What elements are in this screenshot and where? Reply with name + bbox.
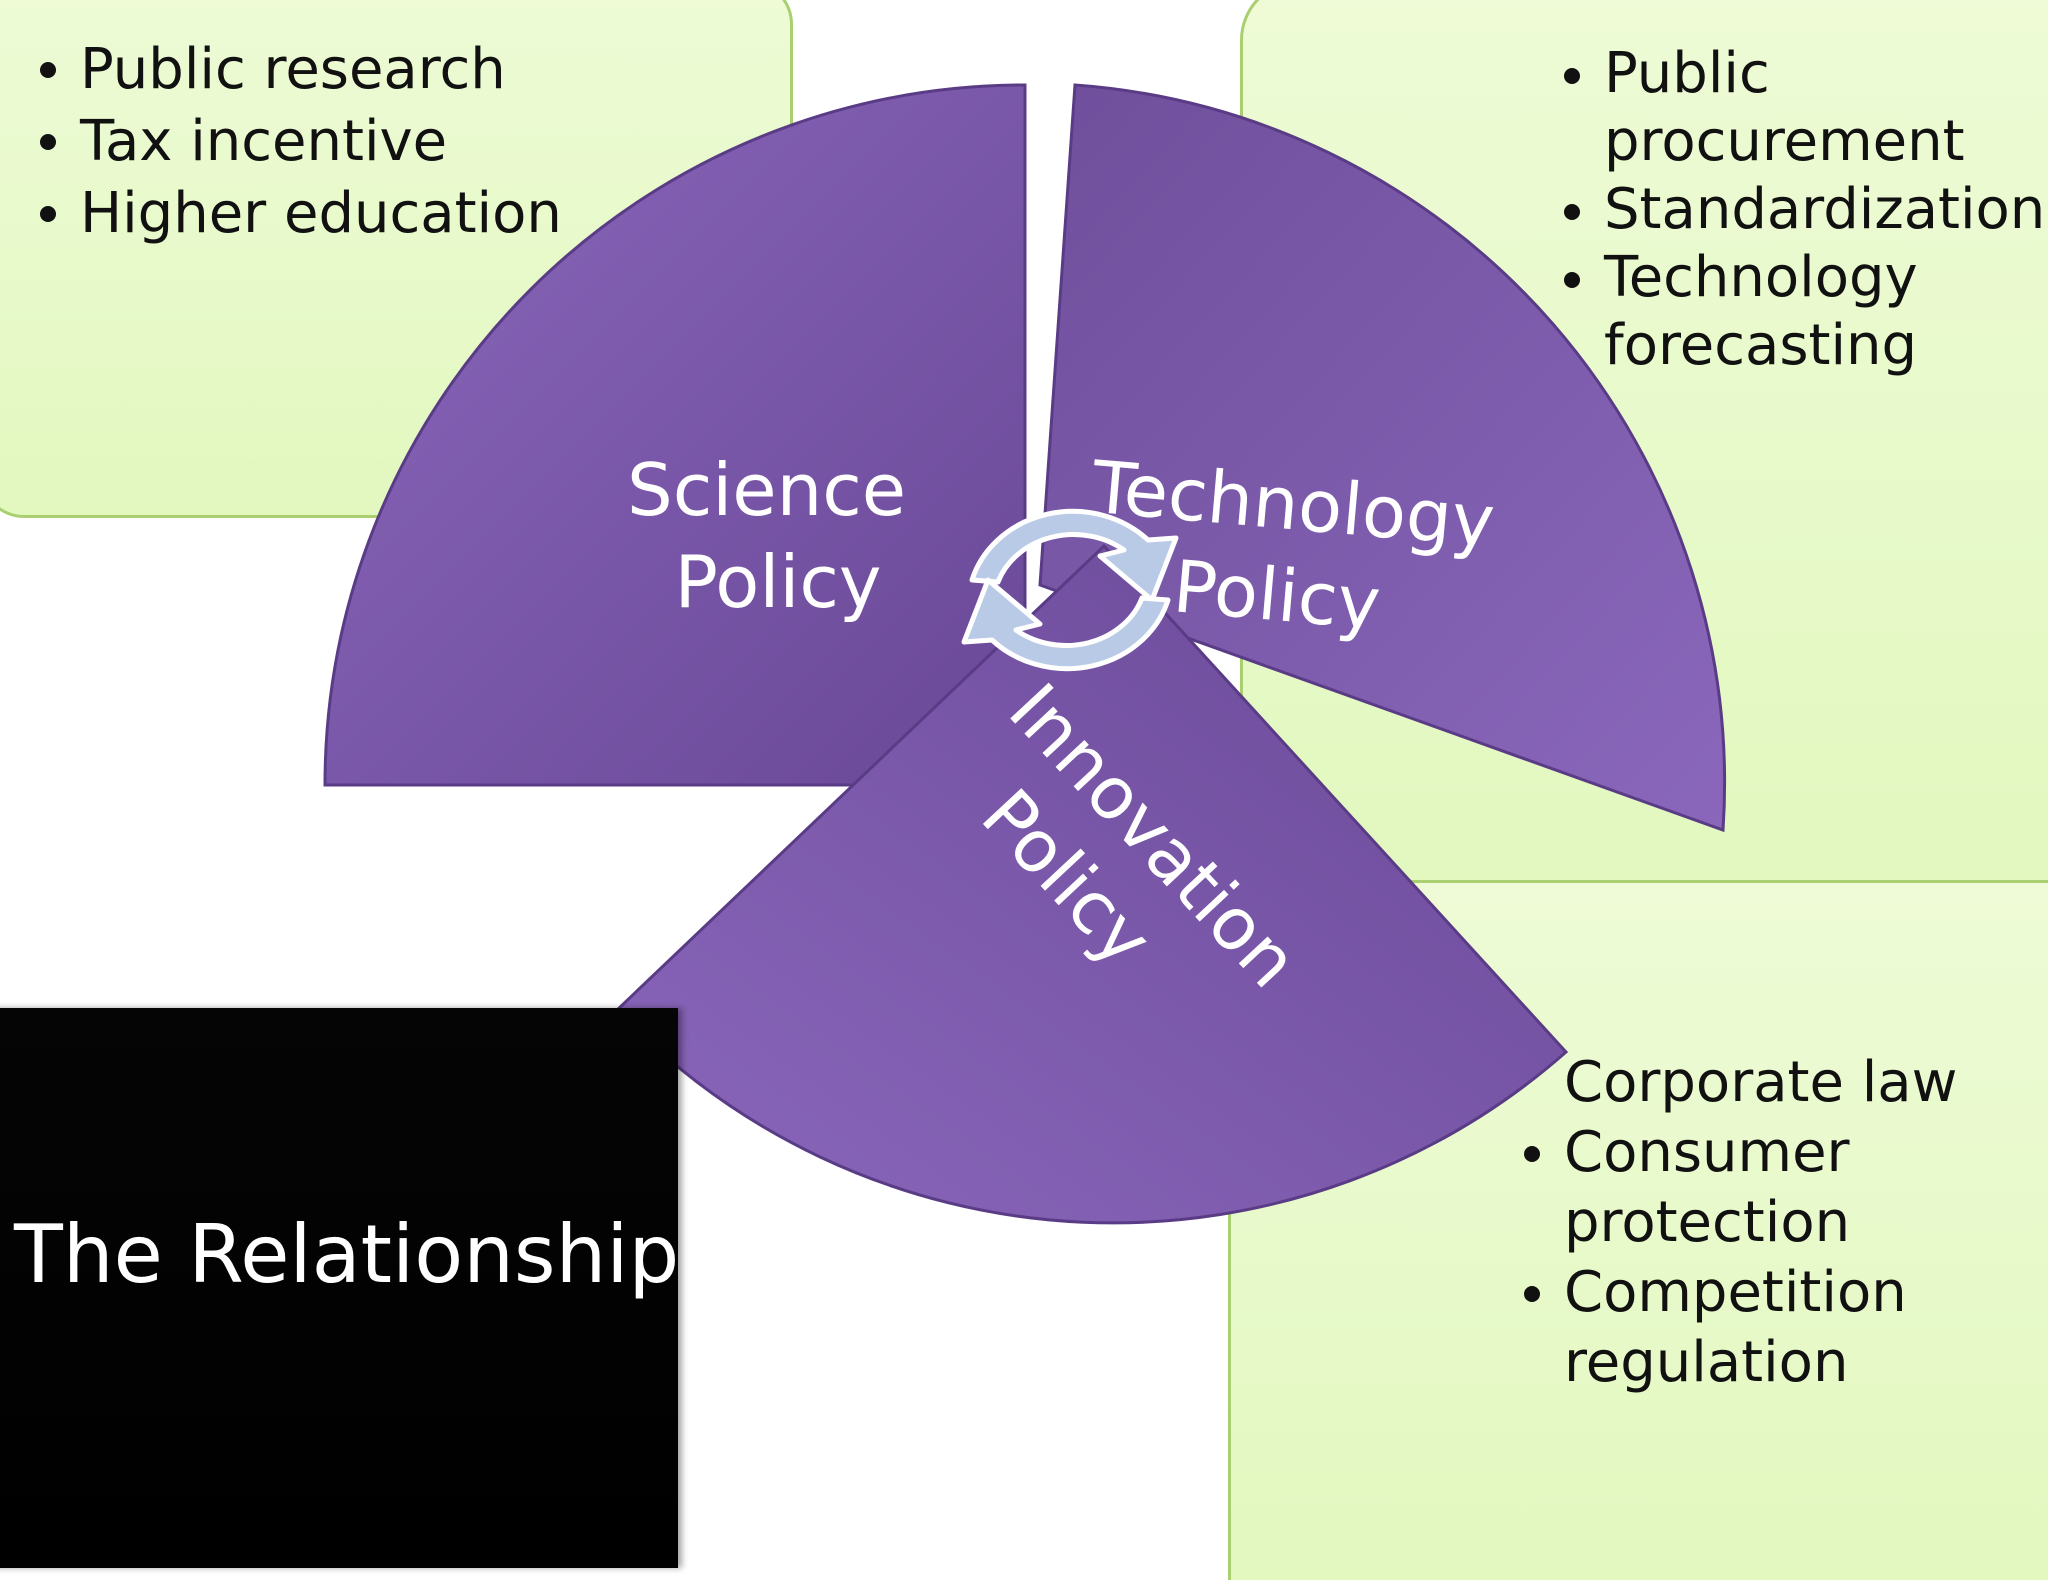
technology-policy-segment xyxy=(1038,83,1727,833)
list-item: Standardization xyxy=(1556,176,2045,244)
list-item: Tax incentive xyxy=(32,106,672,178)
list-item: Corporate law xyxy=(1564,1050,1958,1115)
technology-label-line2: Policy xyxy=(1170,544,1384,646)
innovation-policy-segment xyxy=(614,543,1569,1225)
cycle-arrows-icon xyxy=(961,508,1179,672)
science-label-line2: Policy xyxy=(674,540,881,624)
list-item: Public research xyxy=(32,34,672,106)
technology-list: Public procurement Standardization Techn… xyxy=(1556,40,2045,380)
list-item: Higher education xyxy=(32,178,672,250)
science-policy-label: Science Policy xyxy=(627,448,929,624)
slide-title: The Relationship xyxy=(14,1208,680,1301)
science-label-line1: Science xyxy=(627,448,906,532)
science-policy-segment xyxy=(323,83,1027,787)
list-item: Competition regulation xyxy=(1516,1258,1996,1398)
policy-pie-diagram: Science Policy Technology Policy Innovat… xyxy=(323,83,1727,1225)
list-item: Public procurement xyxy=(1556,40,2026,176)
list-item: Consumer protection xyxy=(1516,1118,1996,1258)
title-panel xyxy=(0,1008,678,1568)
list-item: Technology forecasting xyxy=(1556,244,2026,380)
innovation-list: Corporate law Consumer protection Compet… xyxy=(1516,1048,1996,1398)
science-list: Public research Tax incentive Higher edu… xyxy=(32,34,672,250)
